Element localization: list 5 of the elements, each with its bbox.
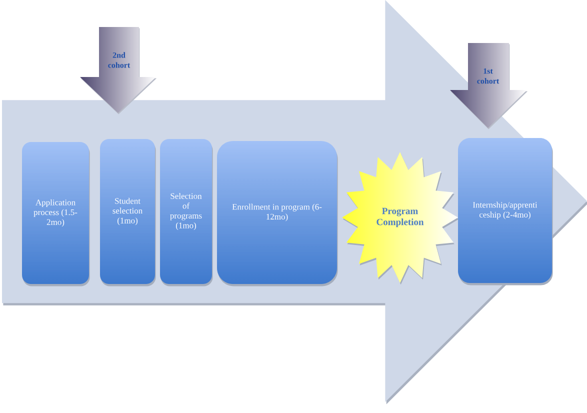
process-box: Selection of programs (1mo): [160, 139, 213, 286]
process-box: Enrollment in program (6- 12mo): [217, 141, 338, 286]
process-box: Student selection (1mo): [100, 139, 156, 286]
process-box: Application process (1.5- 2mo): [22, 142, 90, 286]
process-box: Internship/apprenti ceship (2-4mo): [458, 138, 553, 286]
